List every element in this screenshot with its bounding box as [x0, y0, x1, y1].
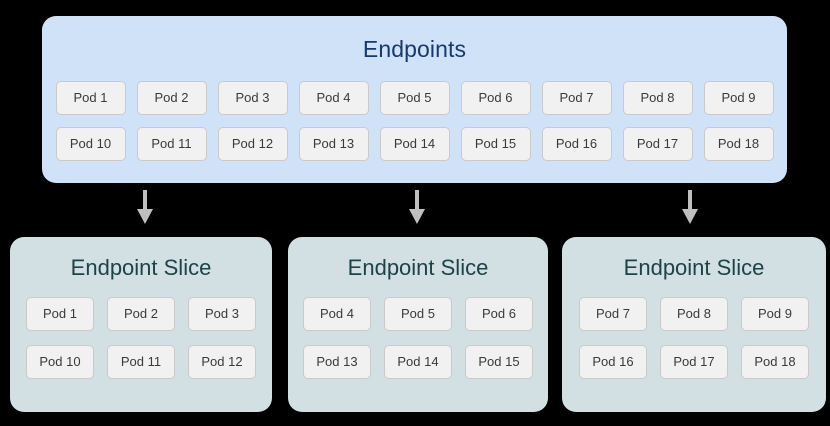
endpoint-slice-title: Endpoint Slice — [623, 255, 765, 280]
pod-chip[interactable]: Pod 16 — [579, 345, 647, 379]
endpoint-slice-pod-row: Pod 4 Pod 5 Pod 6 — [288, 297, 548, 331]
endpoint-slice-title: Endpoint Slice — [347, 255, 489, 280]
endpoint-slice-pod-row: Pod 16 Pod 17 Pod 18 — [562, 345, 826, 379]
endpoints-pod-row: Pod 1 Pod 2 Pod 3 Pod 4 Pod 5 Pod 6 Pod … — [42, 81, 787, 115]
pod-chip[interactable]: Pod 3 — [188, 297, 256, 331]
endpoint-slice-box: Endpoint Slice Pod 1 Pod 2 Pod 3 Pod 10 … — [10, 237, 272, 412]
pod-chip[interactable]: Pod 13 — [303, 345, 371, 379]
pod-chip[interactable]: Pod 11 — [107, 345, 175, 379]
pod-chip[interactable]: Pod 4 — [298, 81, 369, 115]
endpoints-panel: Endpoints Pod 1 Pod 2 Pod 3 Pod 4 Pod 5 … — [42, 16, 787, 183]
pod-chip[interactable]: Pod 2 — [107, 297, 175, 331]
pod-chip[interactable]: Pod 3 — [217, 81, 288, 115]
pod-chip[interactable]: Pod 18 — [703, 127, 774, 161]
pod-chip[interactable]: Pod 4 — [303, 297, 371, 331]
pod-chip[interactable]: Pod 7 — [579, 297, 647, 331]
pod-chip[interactable]: Pod 18 — [741, 345, 809, 379]
endpoint-slice-box: Endpoint Slice Pod 4 Pod 5 Pod 6 Pod 13 … — [288, 237, 548, 412]
endpoints-title: Endpoints — [362, 36, 467, 62]
endpoints-pod-row: Pod 10 Pod 11 Pod 12 Pod 13 Pod 14 Pod 1… — [42, 127, 787, 161]
down-arrow-icon — [678, 190, 702, 224]
pod-chip[interactable]: Pod 16 — [541, 127, 612, 161]
down-arrow-icon — [405, 190, 429, 224]
pod-chip[interactable]: Pod 1 — [55, 81, 126, 115]
endpoint-slice-pod-grid: Pod 7 Pod 8 Pod 9 Pod 16 Pod 17 Pod 18 — [562, 297, 826, 393]
pod-chip[interactable]: Pod 1 — [26, 297, 94, 331]
pod-chip[interactable]: Pod 11 — [136, 127, 207, 161]
endpoint-slice-pod-grid: Pod 4 Pod 5 Pod 6 Pod 13 Pod 14 Pod 15 — [288, 297, 548, 393]
pod-chip[interactable]: Pod 7 — [541, 81, 612, 115]
pod-chip[interactable]: Pod 15 — [465, 345, 533, 379]
pod-chip[interactable]: Pod 14 — [384, 345, 452, 379]
endpoints-pod-grid: Pod 1 Pod 2 Pod 3 Pod 4 Pod 5 Pod 6 Pod … — [42, 81, 787, 173]
pod-chip[interactable]: Pod 17 — [660, 345, 728, 379]
endpoint-slice-pod-row: Pod 10 Pod 11 Pod 12 — [10, 345, 272, 379]
pod-chip[interactable]: Pod 6 — [460, 81, 531, 115]
pod-chip[interactable]: Pod 8 — [622, 81, 693, 115]
endpoint-slice-pod-grid: Pod 1 Pod 2 Pod 3 Pod 10 Pod 11 Pod 12 — [10, 297, 272, 393]
endpoint-slice-title: Endpoint Slice — [70, 255, 212, 280]
pod-chip[interactable]: Pod 6 — [465, 297, 533, 331]
endpoint-slice-pod-row: Pod 7 Pod 8 Pod 9 — [562, 297, 826, 331]
pod-chip[interactable]: Pod 9 — [703, 81, 774, 115]
endpoint-slice-pod-row: Pod 1 Pod 2 Pod 3 — [10, 297, 272, 331]
pod-chip[interactable]: Pod 10 — [55, 127, 126, 161]
pod-chip[interactable]: Pod 10 — [26, 345, 94, 379]
pod-chip[interactable]: Pod 12 — [217, 127, 288, 161]
pod-chip[interactable]: Pod 8 — [660, 297, 728, 331]
pod-chip[interactable]: Pod 17 — [622, 127, 693, 161]
pod-chip[interactable]: Pod 9 — [741, 297, 809, 331]
pod-chip[interactable]: Pod 12 — [188, 345, 256, 379]
pod-chip[interactable]: Pod 5 — [379, 81, 450, 115]
pod-chip[interactable]: Pod 5 — [384, 297, 452, 331]
down-arrow-icon — [133, 190, 157, 224]
pod-chip[interactable]: Pod 14 — [379, 127, 450, 161]
pod-chip[interactable]: Pod 2 — [136, 81, 207, 115]
endpoint-slice-pod-row: Pod 13 Pod 14 Pod 15 — [288, 345, 548, 379]
pod-chip[interactable]: Pod 15 — [460, 127, 531, 161]
pod-chip[interactable]: Pod 13 — [298, 127, 369, 161]
endpoint-slice-box: Endpoint Slice Pod 7 Pod 8 Pod 9 Pod 16 … — [562, 237, 826, 412]
